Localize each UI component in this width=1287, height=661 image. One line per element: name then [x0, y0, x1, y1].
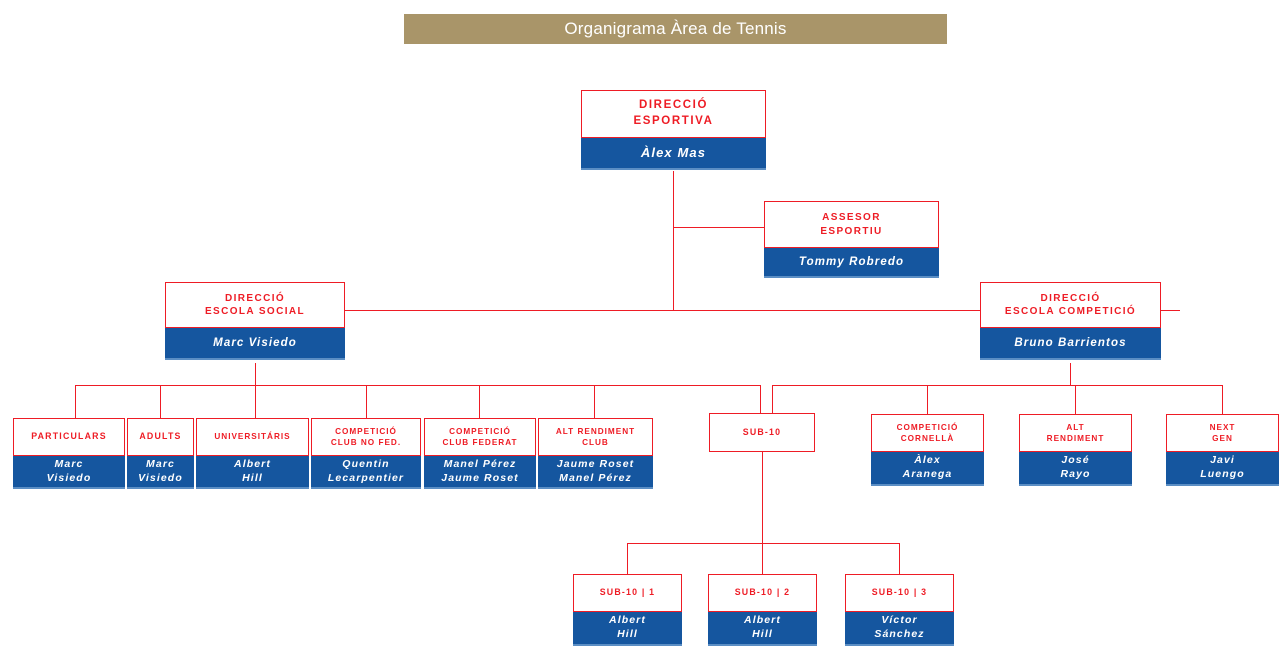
- node-name-alt-rendiment-club: Jaume Roset Manel Pérez: [538, 456, 653, 489]
- node-name-competicio-cornella: Àlex Aranega: [871, 452, 984, 486]
- node-name-alt-rendiment: José Rayo: [1019, 452, 1132, 486]
- node-title-next-gen: NEXT GEN: [1166, 414, 1279, 452]
- connector-sub10-bus: [627, 543, 899, 544]
- node-name-sub10-1: Albert Hill: [573, 612, 682, 646]
- connector-sub10-drop-3: [899, 543, 900, 574]
- node-name-universitaris: Albert Hill: [196, 456, 309, 489]
- connector-competicio-trunk: [1070, 363, 1071, 386]
- connector-competicio-drop-alt: [1075, 385, 1076, 414]
- connector-social-drop-1: [75, 385, 76, 418]
- node-competicio-club-federat[interactable]: COMPETICIÓ CLUB FEDERAT Manel Pérez Jaum…: [424, 418, 536, 489]
- connector-sub10-drop-1: [627, 543, 628, 574]
- connector-social-bus: [75, 385, 761, 386]
- node-title-competicio-club-federat: COMPETICIÓ CLUB FEDERAT: [424, 418, 536, 456]
- connector-competicio-drop-sub10: [772, 385, 773, 413]
- node-title-sub10: SUB-10: [709, 413, 815, 452]
- node-direccio-escola-competicio[interactable]: DIRECCIÓ ESCOLA COMPETICIÓ Bruno Barrien…: [980, 282, 1161, 360]
- node-title-alt-rendiment-club: ALT RENDIMENT CLUB: [538, 418, 653, 456]
- node-sub10-2[interactable]: SUB-10 | 2 Albert Hill: [708, 574, 817, 646]
- node-name-direccio-escola-social: Marc Visiedo: [165, 328, 345, 360]
- connector-social-drop-4: [366, 385, 367, 418]
- page-title: Organigrama Àrea de Tennis: [404, 14, 947, 44]
- node-adults[interactable]: ADULTS Marc Visiedo: [127, 418, 194, 489]
- connector-direccions-bus: [255, 310, 1180, 311]
- node-name-direccio-esportiva: Àlex Mas: [581, 138, 766, 170]
- node-title-adults: ADULTS: [127, 418, 194, 456]
- node-title-particulars: PARTICULARS: [13, 418, 125, 456]
- node-universitaris[interactable]: UNIVERSITÁRIS Albert Hill: [196, 418, 309, 489]
- connector-social-drop-5: [479, 385, 480, 418]
- node-next-gen[interactable]: NEXT GEN Javi Luengo: [1166, 414, 1279, 486]
- connector-direccio-trunk: [673, 171, 674, 311]
- node-assesor-esportiu[interactable]: ASSESOR ESPORTIU Tommy Robredo: [764, 201, 939, 278]
- node-title-alt-rendiment: ALT RENDIMENT: [1019, 414, 1132, 452]
- node-title-competicio-club-no-fed: COMPETICIÓ CLUB NO FED.: [311, 418, 421, 456]
- connector-competicio-drop-cornella: [927, 385, 928, 414]
- node-title-sub10-1: SUB-10 | 1: [573, 574, 682, 612]
- node-title-direccio-escola-competicio: DIRECCIÓ ESCOLA COMPETICIÓ: [980, 282, 1161, 328]
- node-title-competicio-cornella: COMPETICIÓ CORNELLÀ: [871, 414, 984, 452]
- connector-social-drop-2: [160, 385, 161, 418]
- node-direccio-esportiva[interactable]: DIRECCIÓ ESPORTIVA Àlex Mas: [581, 90, 766, 170]
- node-sub10-3[interactable]: SUB-10 | 3 Víctor Sánchez: [845, 574, 954, 646]
- node-name-direccio-escola-competicio: Bruno Barrientos: [980, 328, 1161, 360]
- node-name-adults: Marc Visiedo: [127, 456, 194, 489]
- node-sub10-1[interactable]: SUB-10 | 1 Albert Hill: [573, 574, 682, 646]
- connector-social-drop-6: [594, 385, 595, 418]
- node-name-particulars: Marc Visiedo: [13, 456, 125, 489]
- node-name-sub10-2: Albert Hill: [708, 612, 817, 646]
- node-sub10[interactable]: SUB-10: [709, 413, 815, 452]
- node-title-assesor-esportiu: ASSESOR ESPORTIU: [764, 201, 939, 248]
- connector-social-drop-sub10: [760, 385, 761, 413]
- connector-social-drop-3: [255, 385, 256, 418]
- connector-to-assesor: [673, 227, 764, 228]
- node-title-universitaris: UNIVERSITÁRIS: [196, 418, 309, 456]
- connector-sub10-trunk: [762, 452, 763, 544]
- connector-sub10-drop-2: [762, 543, 763, 574]
- node-particulars[interactable]: PARTICULARS Marc Visiedo: [13, 418, 125, 489]
- node-title-sub10-3: SUB-10 | 3: [845, 574, 954, 612]
- node-alt-rendiment[interactable]: ALT RENDIMENT José Rayo: [1019, 414, 1132, 486]
- node-direccio-escola-social[interactable]: DIRECCIÓ ESCOLA SOCIAL Marc Visiedo: [165, 282, 345, 360]
- node-title-direccio-esportiva: DIRECCIÓ ESPORTIVA: [581, 90, 766, 138]
- node-competicio-club-no-fed[interactable]: COMPETICIÓ CLUB NO FED. Quentin Lecarpen…: [311, 418, 421, 489]
- connector-competicio-drop-nextgen: [1222, 385, 1223, 414]
- connector-competicio-bus: [772, 385, 1223, 386]
- node-name-sub10-3: Víctor Sánchez: [845, 612, 954, 646]
- node-alt-rendiment-club[interactable]: ALT RENDIMENT CLUB Jaume Roset Manel Pér…: [538, 418, 653, 489]
- node-name-competicio-club-no-fed: Quentin Lecarpentier: [311, 456, 421, 489]
- node-name-next-gen: Javi Luengo: [1166, 452, 1279, 486]
- node-name-competicio-club-federat: Manel Pérez Jaume Roset: [424, 456, 536, 489]
- node-title-direccio-escola-social: DIRECCIÓ ESCOLA SOCIAL: [165, 282, 345, 328]
- node-name-assesor-esportiu: Tommy Robredo: [764, 248, 939, 278]
- node-competicio-cornella[interactable]: COMPETICIÓ CORNELLÀ Àlex Aranega: [871, 414, 984, 486]
- node-title-sub10-2: SUB-10 | 2: [708, 574, 817, 612]
- connector-social-trunk: [255, 363, 256, 386]
